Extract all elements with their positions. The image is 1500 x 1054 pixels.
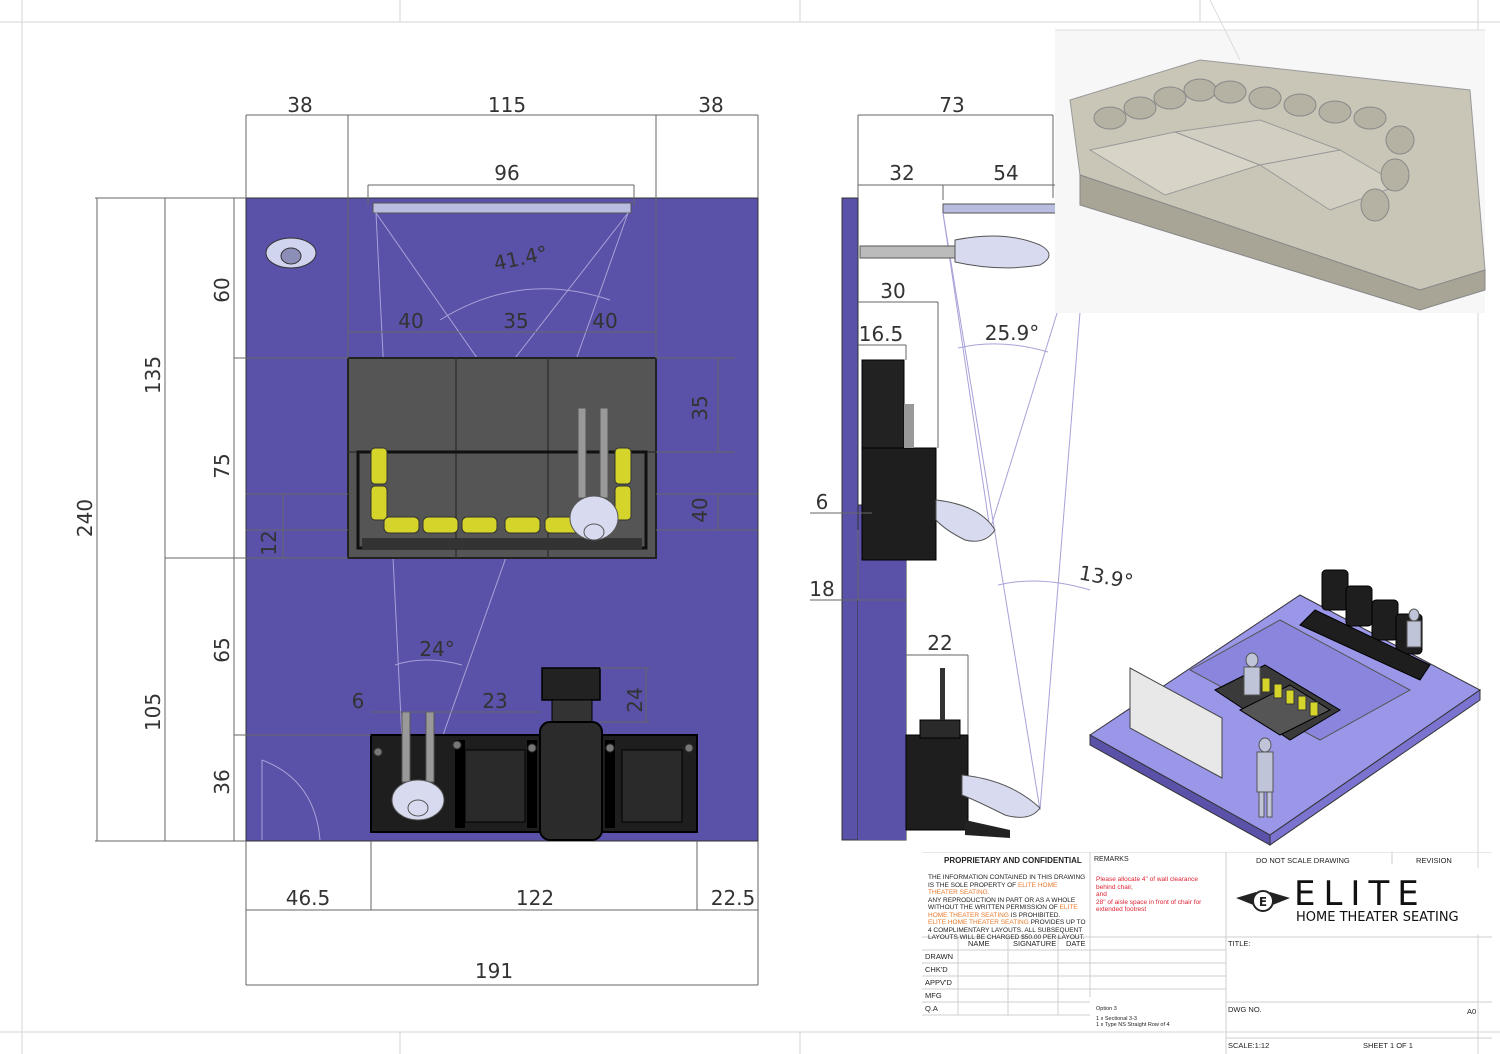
dim-bottom-left: 46.5: [286, 886, 331, 910]
tb-legal-1b: ELITE HOME THEATER SEATING.: [928, 881, 1058, 897]
side-recliner: [905, 668, 1041, 838]
dim-40-right: 40: [688, 497, 712, 522]
dim-bottom-mid: 122: [516, 886, 554, 910]
dim-12: 12: [257, 530, 281, 555]
tb-col-date: DATE: [1066, 939, 1086, 948]
projector: [265, 237, 317, 269]
tb-remarks-and: and: [1096, 891, 1107, 898]
tb-legal-1a: THE INFORMATION CONTAINED IN THIS DRAWIN…: [928, 874, 1086, 889]
side-figure-recliner: [961, 774, 1041, 818]
title-block: PROPRIETARY AND CONFIDENTIAL THE INFORMA…: [922, 852, 1492, 1054]
tb-item-2: 1 x Type NS Straight Row of 4: [1096, 1022, 1170, 1028]
dim-36: 36: [210, 769, 234, 794]
tb-row-appvd: APPV'D: [925, 978, 952, 987]
tb-option: Option 3: [1096, 1006, 1117, 1012]
tb-legal-3a: ELITE HOME THEATER SEATING: [928, 919, 1029, 926]
dim-total-depth: 240: [73, 499, 97, 537]
sectional-sofa: [347, 357, 657, 559]
side-dim-18: 18: [809, 577, 834, 601]
dim-row-angle: 24°: [419, 637, 454, 661]
dim-screen-width: 96: [494, 161, 519, 185]
elite-logo: E ELITE HOME THEATER SEATING: [1228, 868, 1488, 934]
straight-row-chairs: [370, 667, 698, 841]
tb-dwg: DWG NO.: [1228, 1005, 1262, 1014]
dim-sect-left: 40: [398, 309, 423, 333]
dim-top-left: 38: [287, 93, 312, 117]
dim-sect-mid: 35: [503, 309, 528, 333]
tb-row-chkd: CHK'D: [925, 965, 948, 974]
side-figure-sectional: [935, 499, 996, 542]
tb-sheet: SHEET 1 OF 1: [1363, 1041, 1413, 1050]
title-block-grid: [922, 852, 1492, 1054]
logo-word: ELITE: [1294, 874, 1427, 914]
side-angle-1: 25.9°: [985, 321, 1040, 345]
tb-row-drawn: DRAWN: [925, 952, 954, 961]
dim-65: 65: [210, 637, 234, 662]
tb-legal: THE INFORMATION CONTAINED IN THIS DRAWIN…: [928, 874, 1088, 942]
dim-sect-right: 40: [592, 309, 617, 333]
dim-top-right: 38: [698, 93, 723, 117]
dim-row-6: 6: [352, 689, 365, 713]
tb-row-mfg: MFG: [925, 991, 942, 1000]
dim-row-23: 23: [482, 689, 507, 713]
dim-75: 75: [210, 453, 234, 478]
dim-top-mid: 115: [488, 93, 526, 117]
side-sectional: [861, 359, 996, 561]
tb-remarks-label: REMARKS: [1094, 856, 1129, 863]
isometric-view: [1089, 569, 1481, 846]
dim-60: 60: [210, 277, 234, 302]
side-figure-lying: [859, 235, 1050, 269]
side-view: 73 32 54 30 16.5 25.9° 6 18 13.9° 22: [809, 93, 1135, 841]
tb-heading: PROPRIETARY AND CONFIDENTIAL: [944, 856, 1082, 865]
tb-item-1: 1 x Sectional 3-3: [1096, 1016, 1137, 1022]
room-floor: [245, 197, 759, 842]
tb-remarks-2: 28" of aisle space in front of chair for…: [1096, 898, 1202, 914]
plan-view: 38 115 38 96 41.4° 40 35 40 240 135 105 …: [73, 93, 759, 986]
figure-seated-top: [391, 711, 445, 821]
logo-subtitle: HOME THEATER SEATING: [1296, 910, 1459, 925]
tb-legal-3b: PROVIDES UP TO 4 COMPLIMENTARY LAYOUTS. …: [928, 919, 1086, 941]
dim-lower: 105: [141, 693, 165, 731]
side-dim-30: 30: [880, 279, 905, 303]
tb-revision: REVISION: [1416, 856, 1452, 865]
tb-title: TITLE:: [1228, 939, 1251, 948]
side-dim-6: 6: [816, 490, 829, 514]
sofa-render: [1055, 0, 1486, 313]
side-dim-16-5: 16.5: [859, 322, 904, 346]
screen: [372, 202, 632, 214]
side-dim-73: 73: [939, 93, 964, 117]
iso-screen: [1129, 667, 1223, 779]
tb-legal-2c: IS PROHIBITED.: [1010, 911, 1061, 919]
figure-lying: [569, 407, 619, 541]
tb-row-qa: Q.A: [925, 1004, 938, 1013]
dim-35-right: 35: [688, 395, 712, 420]
side-dim-32: 32: [889, 161, 914, 185]
dim-upper: 135: [141, 356, 165, 394]
tb-col-name: NAME: [968, 939, 990, 948]
dim-bottom-total: 191: [475, 959, 513, 983]
tb-dns: DO NOT SCALE DRAWING: [1256, 856, 1350, 865]
side-dim-54: 54: [993, 161, 1018, 185]
tb-col-signature: SIGNATURE: [1013, 939, 1057, 948]
logo-emblem-icon: E: [1234, 884, 1292, 918]
side-dim-22: 22: [927, 631, 952, 655]
logo-emblem-letter: E: [1259, 895, 1267, 909]
tb-scale: SCALE:1:12: [1228, 1041, 1270, 1050]
tb-remarks: Please allocate 4" of wall clearance beh…: [1096, 876, 1218, 914]
dim-bottom-right: 22.5: [711, 886, 756, 910]
tb-legal-2a: ANY REPRODUCTION IN PART OR AS A WHOLE W…: [928, 896, 1076, 912]
dim-row-24: 24: [623, 687, 647, 712]
tb-legal-2b: ELITE HOME THEATER SEATING: [928, 904, 1078, 919]
tb-remarks-1: Please allocate 4" of wall clearance beh…: [1096, 876, 1199, 891]
tb-size: A0: [1467, 1007, 1477, 1016]
